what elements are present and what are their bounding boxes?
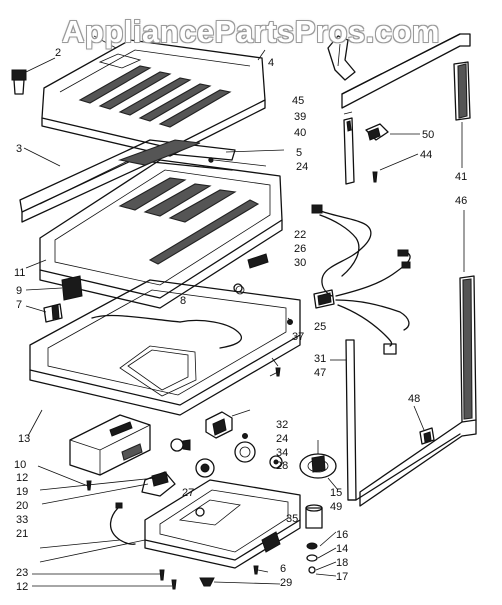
label-35: 35	[286, 513, 298, 525]
label-27: 27	[182, 487, 194, 499]
part-48-clip	[419, 427, 435, 445]
label-24a: 24	[296, 161, 308, 173]
part-39-top-gasket	[341, 33, 471, 109]
part-13-base-frame	[29, 279, 301, 416]
label-37: 37	[292, 331, 304, 343]
screw-12	[86, 480, 92, 491]
part-21-bottom-drain-pan	[144, 479, 301, 569]
label-49: 49	[330, 501, 342, 513]
label-44: 44	[420, 149, 432, 161]
part-40-strip	[343, 117, 355, 185]
part-20-socket	[141, 471, 176, 497]
part-2-knob	[11, 57, 56, 95]
label-14: 14	[336, 543, 348, 555]
screw-29	[199, 577, 215, 587]
part-labels: 1 2 3 4 5 24 11 9 7 8 22 26 30 25 37 31 …	[14, 29, 467, 593]
label-25: 25	[314, 321, 326, 333]
label-2: 2	[55, 47, 61, 59]
screw-12b	[171, 579, 177, 590]
part-14-washer	[306, 554, 318, 562]
part-16-washer	[306, 542, 318, 550]
label-33: 33	[16, 514, 28, 526]
label-29: 29	[280, 577, 292, 589]
label-39: 39	[294, 111, 306, 123]
label-7: 7	[16, 299, 22, 311]
label-34: 34	[276, 447, 288, 459]
label-12a: 12	[16, 472, 28, 484]
label-1: 1	[86, 29, 92, 41]
label-26: 26	[294, 243, 306, 255]
part-44-screw	[372, 171, 378, 183]
part-top-cover-panel	[41, 39, 266, 157]
label-28: 28	[276, 460, 288, 472]
label-9: 9	[16, 285, 22, 297]
label-11: 11	[14, 267, 25, 279]
part-10-control-box	[69, 414, 151, 476]
label-10: 10	[14, 459, 26, 471]
label-3: 3	[16, 143, 22, 155]
label-24b: 24	[276, 433, 288, 445]
part-22-wire-harness	[311, 204, 411, 355]
part-34-dial	[234, 441, 256, 463]
label-41: 41	[455, 171, 467, 183]
part-11-middle-tray	[39, 159, 283, 309]
part-46-door-gasket	[359, 275, 477, 507]
label-21: 21	[16, 528, 28, 540]
label-23: 23	[16, 567, 28, 579]
part-3-front-rail	[19, 139, 236, 223]
label-48: 48	[408, 393, 420, 405]
part-25-connector	[313, 289, 335, 309]
part-26-pad	[247, 253, 269, 269]
part-35-capacitor	[305, 504, 323, 529]
label-32: 32	[276, 419, 288, 431]
part-41-side-gasket	[453, 61, 471, 121]
label-46: 46	[455, 195, 467, 207]
screw-24b	[242, 433, 248, 439]
part-8-sensor-wire	[91, 314, 243, 349]
part-45-mounting-clip	[327, 35, 356, 81]
label-5: 5	[296, 147, 302, 159]
label-47: 47	[314, 367, 326, 379]
label-31: 31	[314, 353, 326, 365]
part-9-bracket	[61, 275, 83, 301]
label-50: 50	[422, 129, 434, 141]
label-16: 16	[336, 529, 348, 541]
part-32-thermostat	[205, 409, 251, 439]
part-7-clip	[43, 303, 63, 323]
part-47-vertical-strip	[345, 339, 461, 501]
label-6: 6	[280, 563, 286, 575]
label-22: 22	[294, 229, 306, 241]
label-15: 15	[330, 487, 342, 499]
leader-lines	[23, 35, 465, 587]
label-18: 18	[336, 557, 348, 569]
label-30: 30	[294, 257, 306, 269]
screw-23	[159, 569, 165, 581]
part-33-wire-harness	[109, 502, 136, 545]
label-40: 40	[294, 127, 306, 139]
screw-6	[253, 565, 259, 575]
part-15-motor-plate	[299, 440, 337, 479]
part-18-nut	[308, 566, 316, 574]
screw-24	[208, 157, 214, 163]
part-28-nut	[269, 455, 283, 469]
part-50-bracket	[365, 123, 389, 141]
part-27-grommet	[195, 458, 215, 478]
watermark-logo: AppliancePartsPros.com	[62, 14, 440, 49]
label-13: 13	[18, 433, 30, 445]
label-8: 8	[180, 295, 186, 307]
part-19-light-bulb	[170, 438, 191, 452]
part-30-spring	[233, 283, 245, 295]
label-20: 20	[16, 500, 28, 512]
label-45: 45	[292, 95, 304, 107]
label-17: 17	[336, 571, 348, 583]
label-12b: 12	[16, 581, 28, 593]
label-4: 4	[268, 57, 274, 69]
label-19: 19	[16, 486, 28, 498]
